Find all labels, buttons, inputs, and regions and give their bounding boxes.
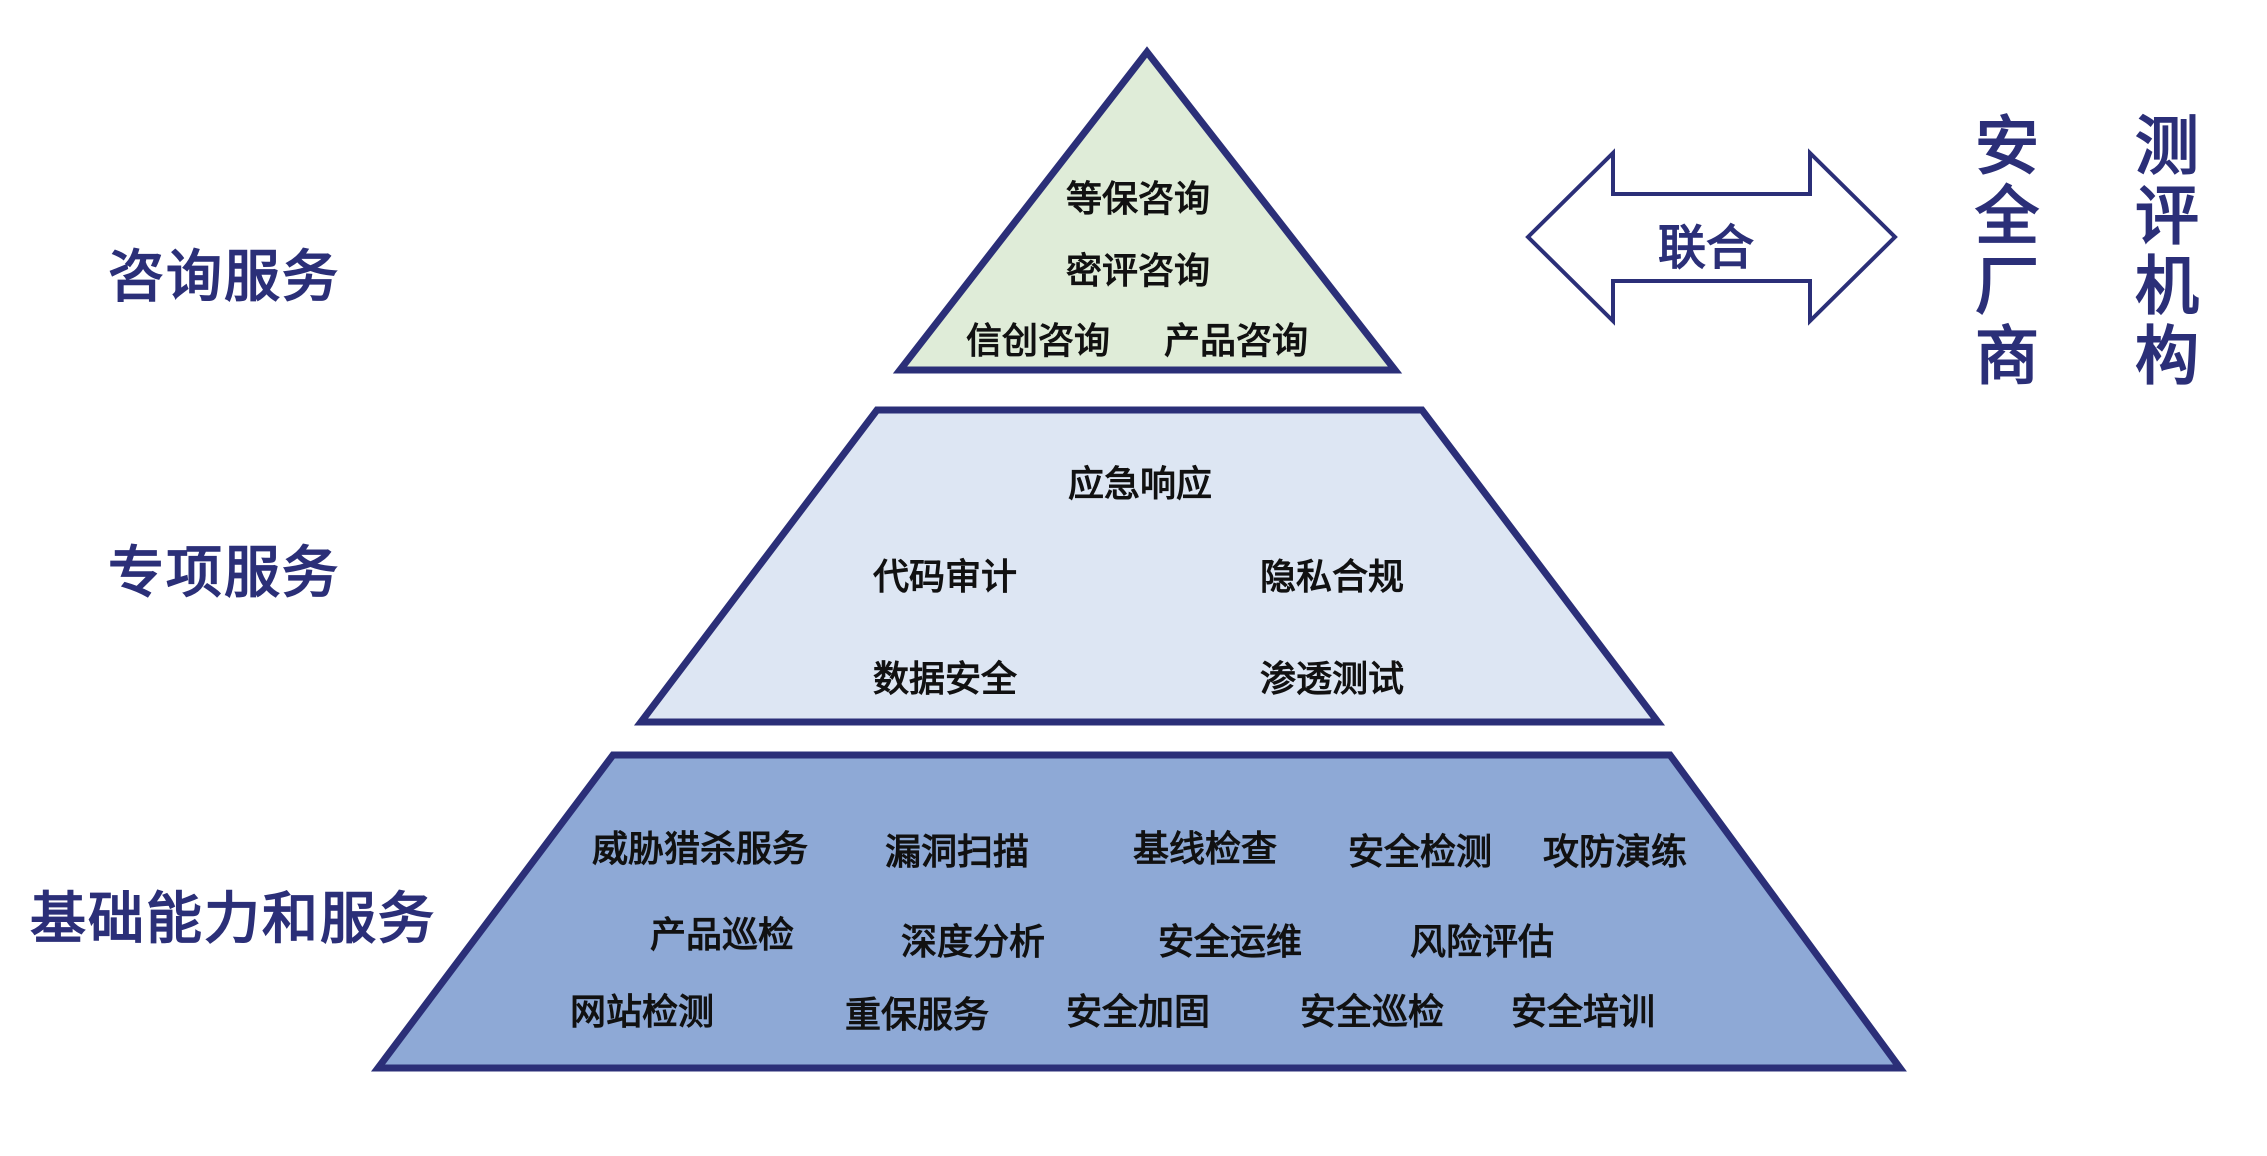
consulting-item: 产品咨询 xyxy=(1163,321,1309,362)
basic-item: 漏洞扫描 xyxy=(884,832,1030,873)
double-arrow-icon xyxy=(1525,148,1898,326)
tier-label-consulting: 咨询服务 xyxy=(108,245,340,310)
consulting-item: 等保咨询 xyxy=(1065,179,1211,220)
basic-item: 深度分析 xyxy=(900,922,1046,963)
arrow-label: 联合 xyxy=(1657,220,1755,276)
basic-item: 安全加固 xyxy=(1065,992,1211,1033)
basic-item: 重保服务 xyxy=(844,995,990,1036)
basic-item: 风险评估 xyxy=(1409,922,1555,963)
consulting-item: 密评咨询 xyxy=(1065,251,1211,292)
special-item: 应急响应 xyxy=(1067,464,1213,505)
special-item: 隐私合规 xyxy=(1259,557,1405,598)
basic-item: 安全运维 xyxy=(1157,922,1303,963)
pyramid-top-tier xyxy=(892,46,1403,374)
basic-item: 安全培训 xyxy=(1510,992,1656,1033)
special-item: 代码审计 xyxy=(872,557,1018,598)
basic-item: 攻防演练 xyxy=(1542,832,1688,873)
pyramid-bottom-tier xyxy=(370,751,1907,1072)
basic-item: 网站检测 xyxy=(569,992,715,1033)
tier-label-special: 专项服务 xyxy=(108,541,340,606)
basic-item: 产品巡检 xyxy=(649,915,795,956)
special-item: 渗透测试 xyxy=(1259,659,1405,700)
consulting-item: 信创咨询 xyxy=(965,321,1111,362)
partner-agency: 测评机构 xyxy=(2124,112,2198,392)
basic-item: 基线检查 xyxy=(1132,829,1278,870)
pyramid-middle-tier xyxy=(633,406,1666,726)
basic-item: 威胁猎杀服务 xyxy=(591,829,809,870)
partner-vendor: 安全厂商 xyxy=(1964,112,2038,392)
tier-label-basic: 基础能力和服务 xyxy=(30,887,436,952)
basic-item: 安全巡检 xyxy=(1299,992,1445,1033)
special-item: 数据安全 xyxy=(872,659,1018,700)
basic-item: 安全检测 xyxy=(1347,832,1493,873)
